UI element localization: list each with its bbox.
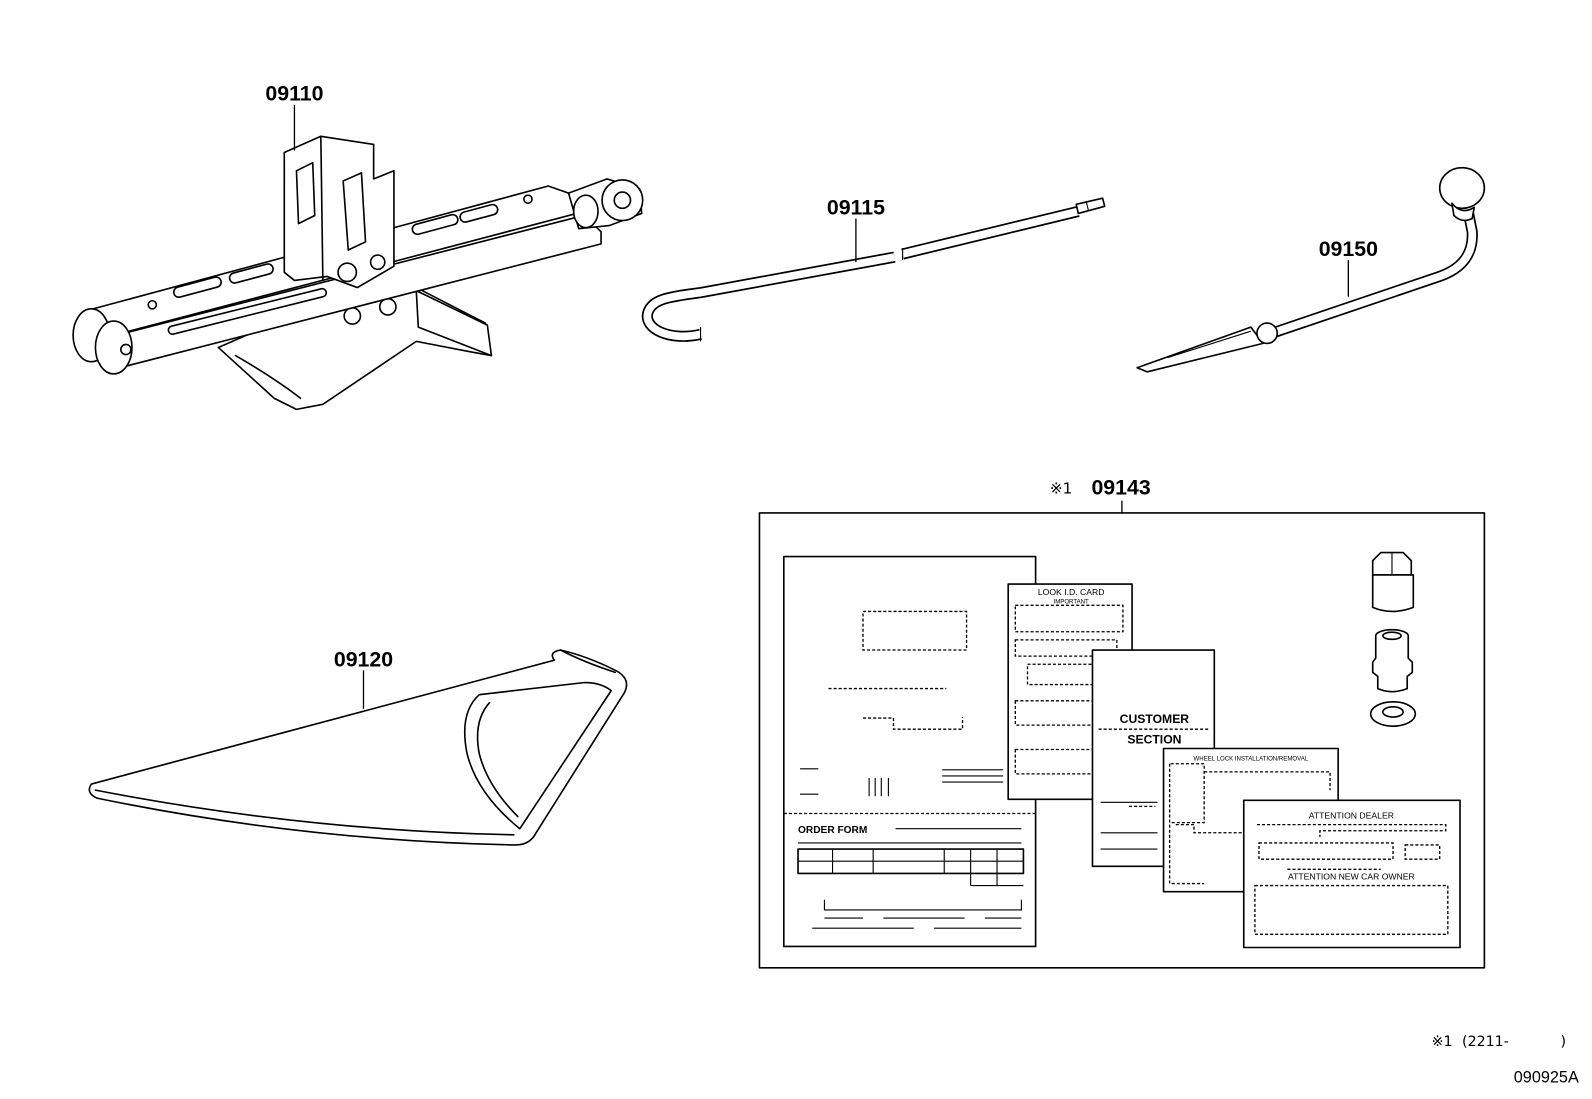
kit-order-sheet: ORDER FORM: [783, 555, 1037, 948]
footnote: ※1 (2211- ): [1432, 1034, 1566, 1050]
kit-lock-key: [1371, 628, 1414, 693]
id-card-subtitle: IMPORTANT: [1054, 598, 1090, 605]
footnote-mark: ※1: [1432, 1034, 1453, 1050]
jack-saddle: [283, 135, 395, 289]
wrench-part-number[interactable]: 09150: [1319, 237, 1378, 261]
wheel-lock-card-title: WHEEL LOCK INSTALLATION/REMOVAL: [1194, 756, 1309, 763]
attention-owner-title: ATTENTION NEW CAR OWNER: [1288, 871, 1415, 881]
kit-lock-nut: [1371, 551, 1415, 613]
lock-kit-mark: ※1: [1050, 480, 1072, 498]
lock-kit-part-number[interactable]: 09143: [1091, 476, 1150, 500]
jack-roller: [72, 308, 133, 375]
tool-bag-drawing: [88, 649, 628, 846]
id-card-title: LOOK I.D. CARD: [1038, 587, 1105, 597]
kit-attention-card: ATTENTION DEALER ATTENTION NEW CAR OWNER: [1242, 799, 1461, 949]
tool-bag-part-number[interactable]: 09120: [334, 647, 393, 671]
customer-card-section: SECTION: [1127, 732, 1181, 746]
jack-part-number[interactable]: 09110: [265, 82, 323, 106]
handle-rod-part-number[interactable]: 09115: [827, 195, 885, 219]
footnote-start: (2211-: [1462, 1034, 1509, 1050]
wrench-drawing: [1136, 166, 1486, 373]
attention-dealer-title: ATTENTION DEALER: [1309, 811, 1394, 821]
diagram-code: 090925A: [1514, 1069, 1579, 1087]
jack-eyelet: [567, 178, 644, 230]
jack-drawing: [72, 135, 644, 411]
kit-washer: [1369, 700, 1417, 727]
handle-rod-drawing: [641, 197, 1106, 342]
footnote-end: ): [1561, 1034, 1567, 1050]
order-form-title: ORDER FORM: [798, 825, 867, 836]
customer-card-title: CUSTOMER: [1120, 712, 1190, 726]
